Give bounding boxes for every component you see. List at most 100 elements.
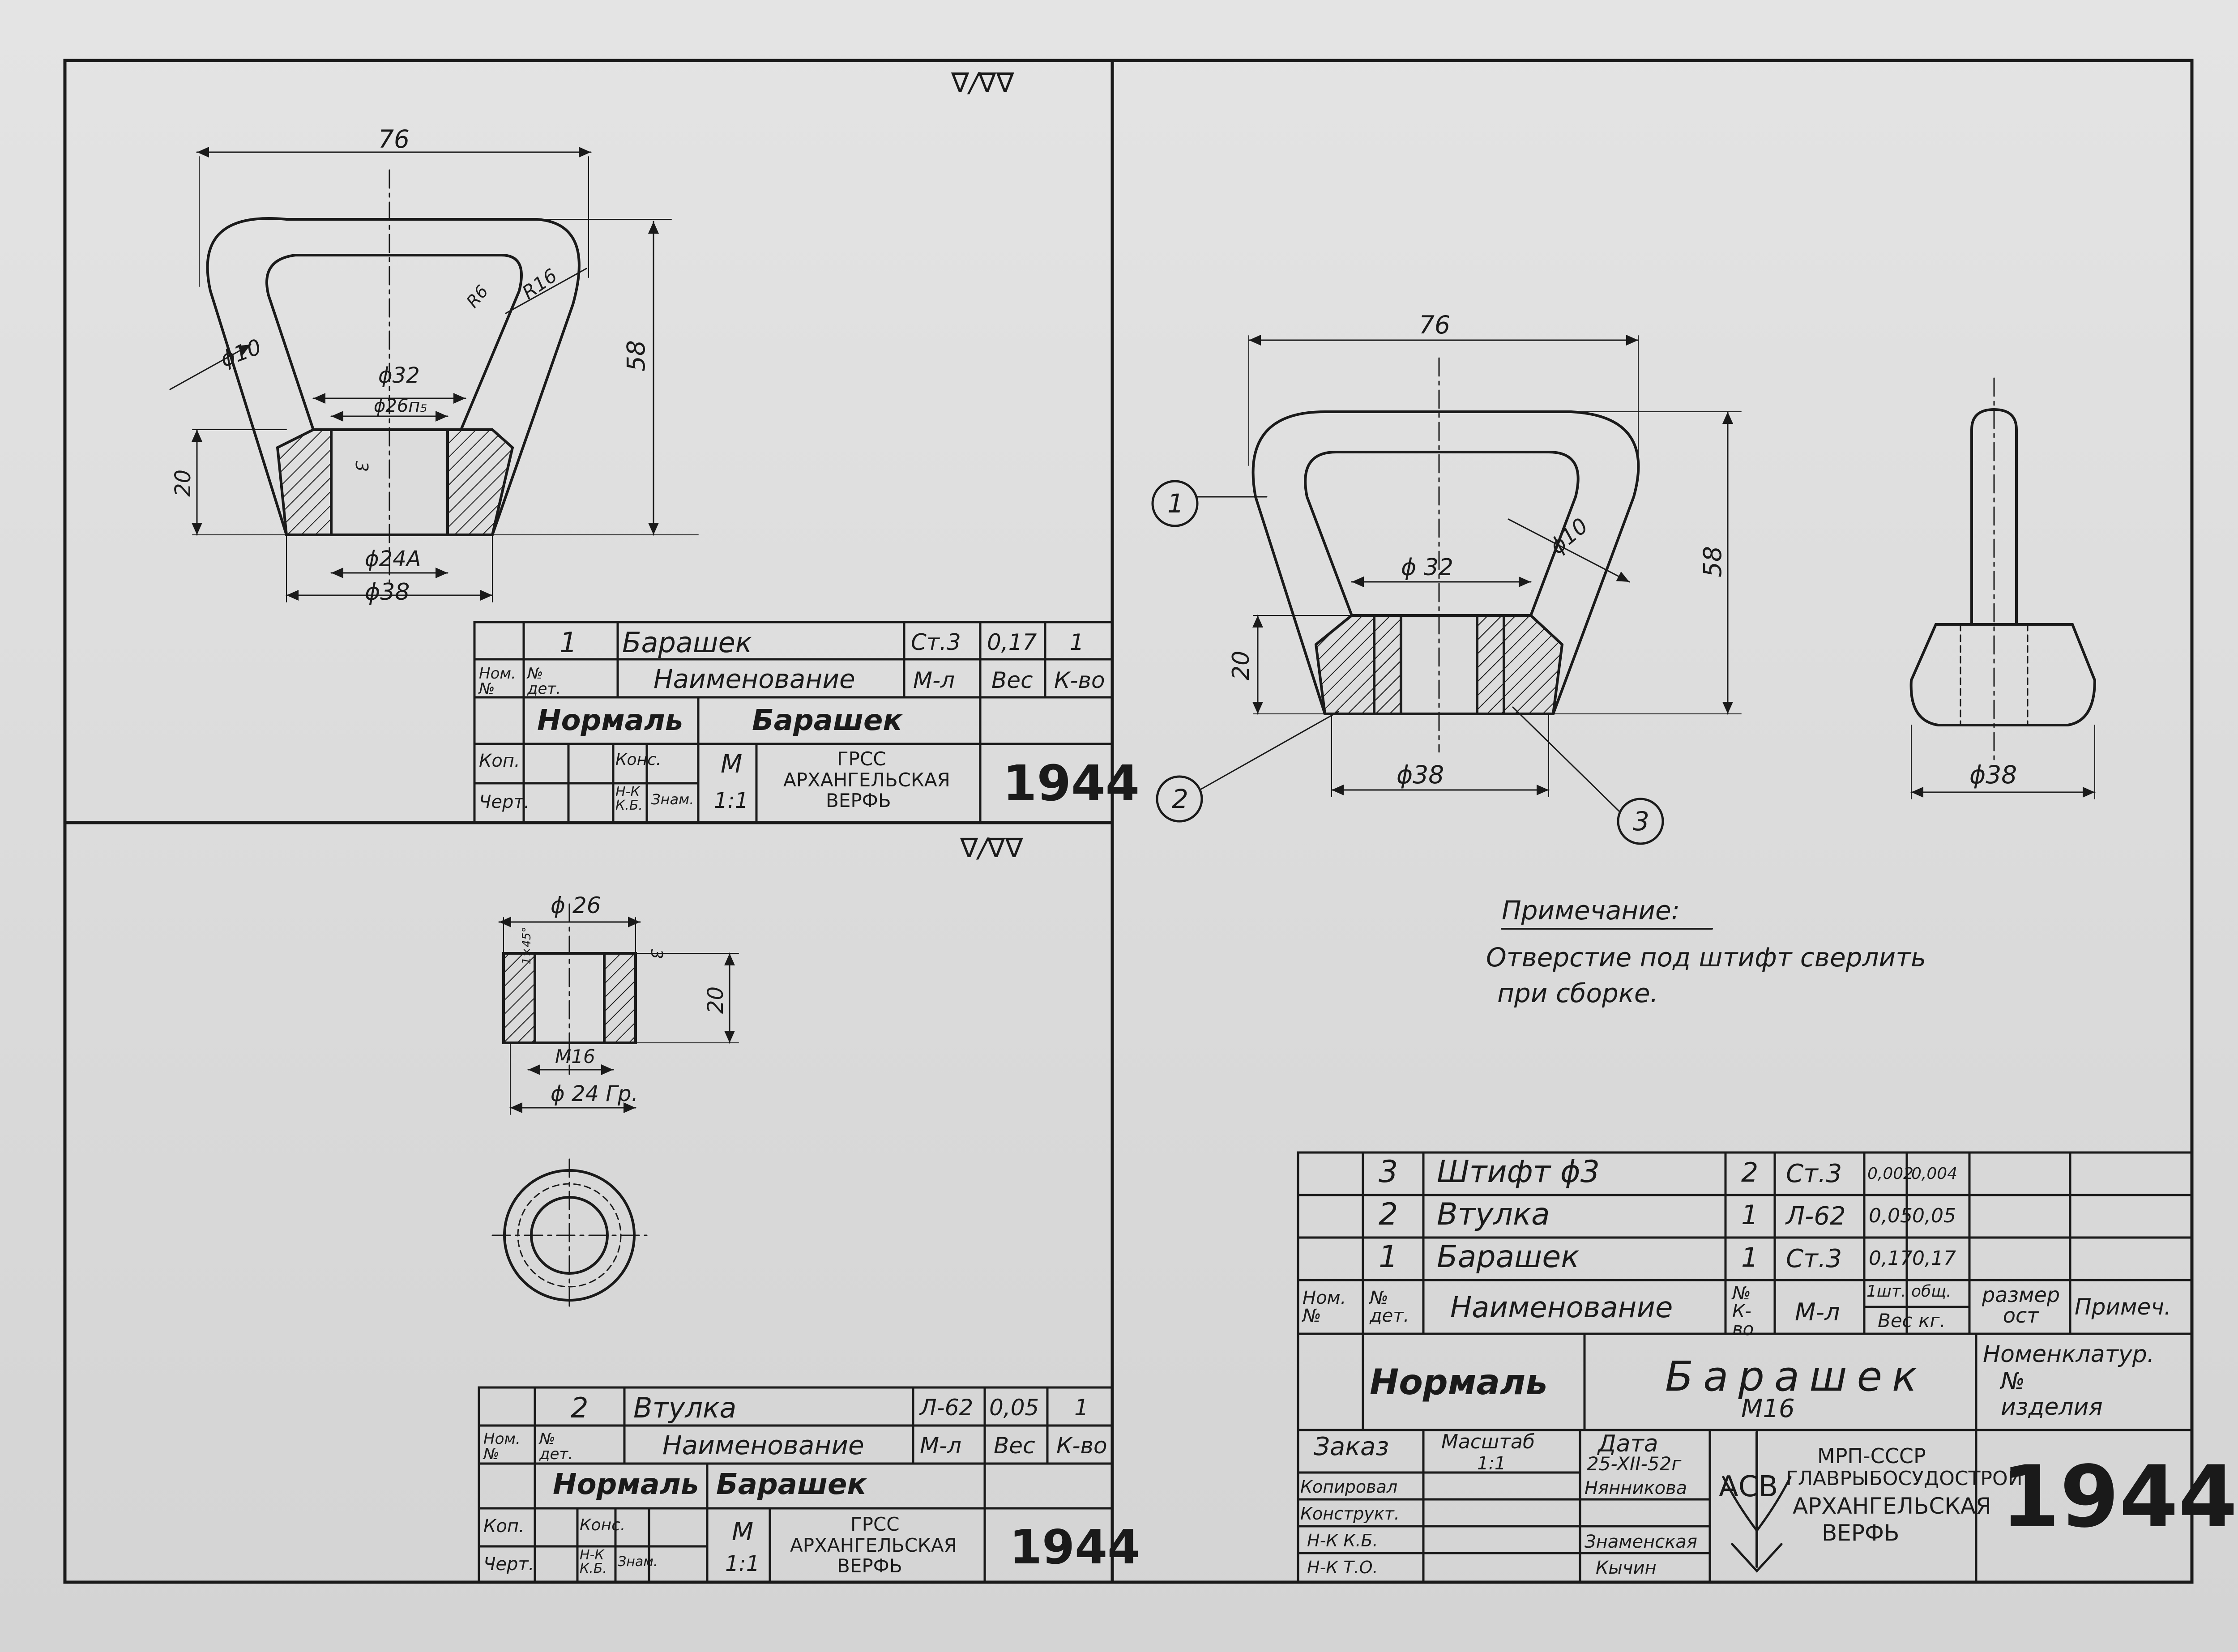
main-nkb: Н-К К.Б. [1307,1531,1378,1550]
main-order: Заказ [1314,1432,1389,1461]
spec-row-2-no: 2 [1379,1197,1398,1232]
tb1-scale: 1:1 [714,788,749,813]
tb2-sig: Знам. [618,1554,658,1570]
tb1-number: 1944 [1003,755,1140,812]
tb2-nk: Н-К К.Б. [580,1547,607,1576]
tb1-hdr-no: Ном. № [479,665,516,698]
tb1-row-mat: Ст.3 [911,629,961,655]
main-org-3: АРХАНГЕЛЬСКАЯ [1793,1493,1991,1519]
tb1-sig: Знам. [651,791,694,808]
dim-h3-a: 3 [352,461,372,472]
note-line-1: Отверстие под штифт сверлить [1486,942,1926,973]
tb1-chert: Черт. [479,792,530,812]
tb1-kop: Коп. [479,751,520,771]
spec-row-1-qty: 2 [1741,1157,1759,1188]
assembly-drawing [1151,335,2097,930]
spec-row-1-w2: 0,004 [1911,1165,1958,1183]
dim-m16-b: М16 [555,1046,595,1067]
main-scale-label: Масштаб [1441,1430,1535,1453]
dim-h20-b: 20 [703,986,728,1014]
tb1-hdr-det: № дет. [527,665,561,698]
tb2-org3: ВЕРФЬ [837,1555,902,1577]
dim-58-b: 58 [1698,546,1727,577]
spec-hdr-size: размер ост [1982,1283,2060,1328]
dim-d10-a: ϕ10 [217,334,265,372]
main-org-4: ВЕРФЬ [1822,1520,1900,1546]
dim-d10-b: ϕ10 [1545,513,1593,559]
tb2-hdr-det: № дет. [539,1430,573,1463]
main-nomen-1: Номенклатур. [1983,1341,2155,1368]
tb2-row-weight: 0,05 [989,1395,1039,1421]
main-logo: АСВ [1719,1470,1778,1503]
tb2-normal: Нормаль [553,1468,699,1501]
spec-hdr-det: № дет. [1370,1288,1409,1326]
dim-d26-a: ϕ26п₅ [374,396,427,416]
tb1-row-no: 1 [560,626,577,659]
main-scale: 1:1 [1477,1453,1506,1474]
main-size: М16 [1741,1394,1795,1423]
tb2-scale: 1:1 [725,1551,760,1576]
callout-3: 3 [1633,806,1649,837]
spec-row-2-name: Втулка [1437,1197,1550,1232]
tb2-part: Барашек [716,1468,867,1501]
spec-row-1-name: Штифт ϕ3 [1437,1154,1600,1190]
spec-row-3-w2: 0,17 [1912,1247,1956,1270]
main-person-2: Знаменская [1585,1532,1697,1552]
tb2-number: 1944 [1009,1520,1140,1575]
roughness-mark-2: ∇/∇∇ [960,832,1023,864]
tb2-org2: АРХАНГЕЛЬСКАЯ [790,1534,957,1556]
tb2-kons: Конс. [580,1516,626,1534]
dim-58-a: 58 [622,340,650,371]
spec-row-3-no: 1 [1379,1239,1398,1275]
spec-hdr-name: Наименование [1450,1291,1673,1324]
tb2-scale-label: М [732,1517,754,1546]
tb1-nk: Н-К К.Б. [615,784,643,813]
spec-hdr-mat: М-л [1795,1298,1840,1326]
spec-row-3-w1: 0,17 [1869,1247,1913,1270]
main-date-label: Дата [1598,1430,1658,1457]
spec-row-2-w1: 0,05 [1869,1204,1913,1227]
dim-h20-c: 20 [1228,651,1255,680]
spec-hdr-w: Вес кг. [1878,1310,1946,1332]
title-block-1 [473,621,1114,824]
part-vtulka-drawing [491,903,739,1312]
main-nomen-3: изделия [2001,1394,2103,1421]
part-barashek-drawing [169,147,699,602]
main-kop: Копировал [1300,1477,1398,1497]
title-block-2 [478,1386,1114,1584]
spec-row-2-mat: Л-62 [1786,1202,1846,1231]
main-name: Барашек [1665,1353,1927,1400]
main-number: 1944 [2001,1447,2238,1546]
tb2-hdr-no: Ном. № [483,1430,521,1463]
tb2-row-no: 2 [571,1392,589,1424]
note-line-2: при сборке. [1497,978,1658,1008]
dim-r16: R16 [518,265,561,304]
dim-d38-b: ϕ38 [1397,760,1444,789]
spec-row-1-no: 3 [1379,1154,1398,1190]
main-person-1: Нянникова [1585,1478,1687,1498]
tb2-org1: ГРСС [850,1513,900,1535]
roughness-mark-1: ∇/∇∇ [951,67,1014,98]
spec-hdr-w1: 1шт. [1866,1282,1906,1301]
tb2-hdr-qty: К-во [1056,1433,1107,1459]
dim-r6: R6 [462,282,492,312]
tb2-kop: Коп. [483,1516,525,1537]
tb1-row-weight: 0,17 [987,629,1037,655]
spec-row-1-w1: 0,002 [1867,1165,1914,1183]
tb2-row-name: Втулка [633,1392,737,1424]
spec-hdr-qty: № К-во [1732,1283,1754,1340]
main-normal: Нормаль [1370,1362,1548,1403]
tb1-hdr-weight: Вес [991,667,1033,693]
dim-76-b: 76 [1419,311,1450,339]
spec-table [1297,1151,2193,1584]
tb2-hdr-mat: М-л [920,1433,962,1459]
spec-row-2-qty: 1 [1741,1200,1759,1231]
dim-h3-b: 3 [647,949,666,959]
main-org-2: ГЛАВРЫБОСУДОСТРОЙ [1786,1467,2023,1490]
dim-d24-b: ϕ 24 Гр. [551,1081,638,1106]
dim-d32-a: ϕ32 [378,363,420,388]
spec-hdr-w2: общ. [1911,1282,1952,1301]
main-person-3: Кычин [1596,1558,1657,1578]
